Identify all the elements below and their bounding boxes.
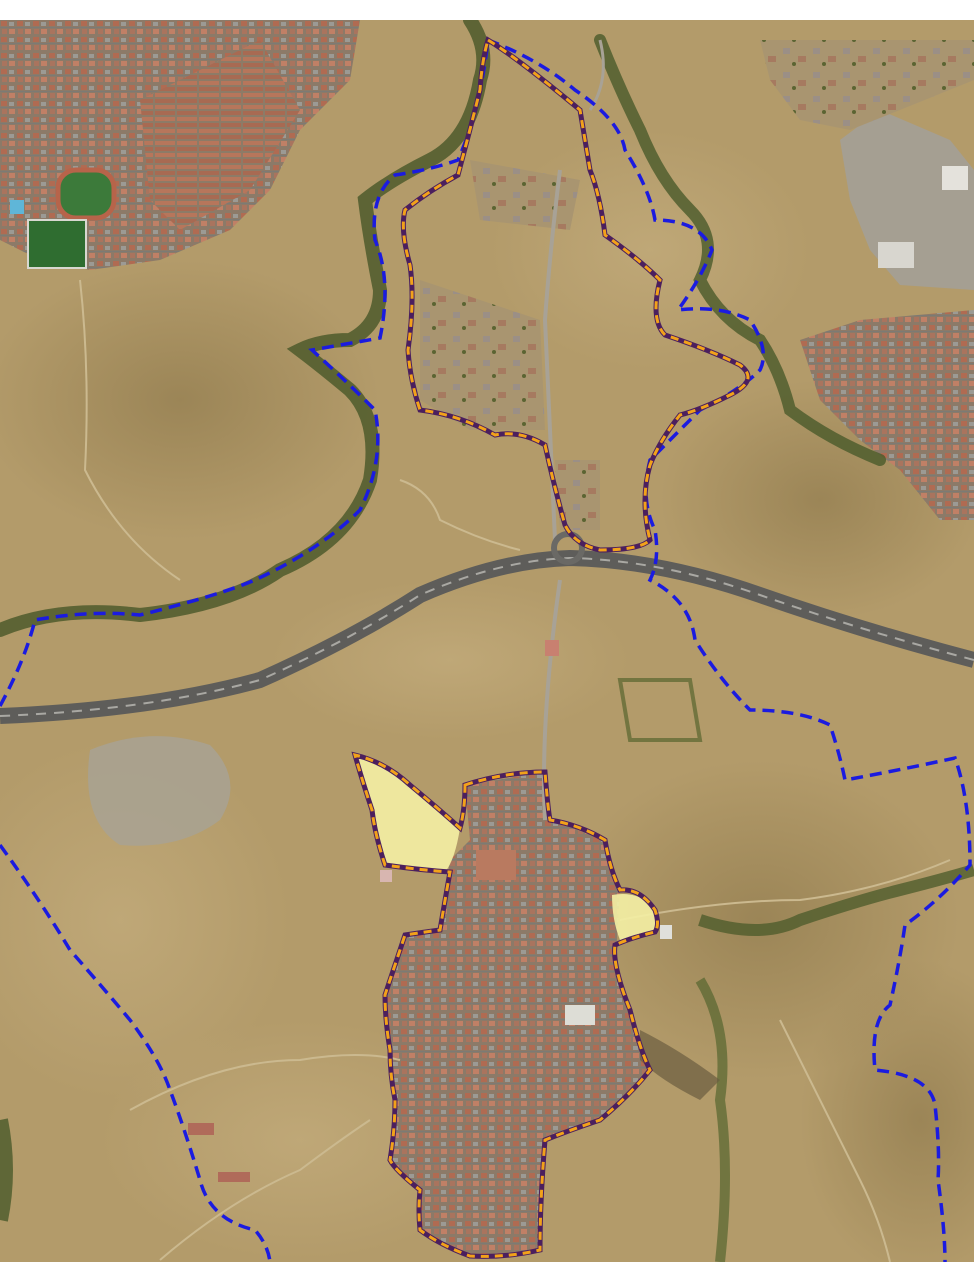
terrain-patch	[800, 960, 974, 1262]
farm-building	[218, 1172, 250, 1182]
motorway-center	[0, 556, 974, 717]
river-vegetation	[698, 864, 974, 936]
industrial-building	[878, 242, 914, 268]
municipal-boundary	[0, 37, 972, 1262]
dirt-track	[779, 1019, 891, 1262]
municipal-boundary	[0, 843, 272, 1262]
farm-building	[380, 870, 392, 882]
pool	[10, 200, 24, 214]
town-northeast	[800, 310, 974, 520]
industrial-building	[942, 166, 968, 190]
dirt-track	[159, 1119, 371, 1261]
sports-field	[27, 219, 87, 269]
village-south	[385, 772, 650, 1256]
large-building	[476, 850, 516, 880]
river-vegetation	[0, 1118, 13, 1222]
aerial-map	[0, 20, 974, 1262]
farm-building	[660, 925, 672, 939]
terrain-patch	[270, 580, 630, 740]
river-vegetation	[594, 34, 886, 466]
river-vegetation	[0, 20, 491, 637]
urban-boundary-north	[401, 37, 750, 552]
hedgerow	[640, 1030, 720, 1100]
dirt-track	[619, 859, 951, 921]
dirt-track	[129, 1054, 401, 1111]
farm-building	[545, 640, 559, 656]
apartment-blocks	[140, 40, 300, 230]
industrial-northeast	[840, 110, 974, 290]
settlement-north	[470, 160, 580, 230]
town-top-right	[760, 40, 974, 130]
terrain-patch	[0, 260, 380, 540]
quarry-area	[88, 736, 231, 846]
hedgerow	[617, 678, 703, 742]
settlement-north	[420, 280, 545, 430]
large-building	[565, 1005, 595, 1025]
dirt-track	[399, 479, 521, 551]
terrain-patch	[0, 740, 290, 1100]
dirt-track	[542, 579, 562, 821]
highlight-zone-east	[612, 894, 657, 940]
settlement-north	[555, 460, 600, 530]
map-viewport[interactable]	[0, 20, 974, 1262]
dirt-track	[79, 279, 181, 581]
farm-building	[188, 1123, 214, 1135]
sports-field	[55, 167, 117, 221]
urban-boundary-south	[352, 752, 659, 1258]
highlight-zone-west	[355, 755, 460, 872]
river-vegetation	[695, 977, 730, 1262]
